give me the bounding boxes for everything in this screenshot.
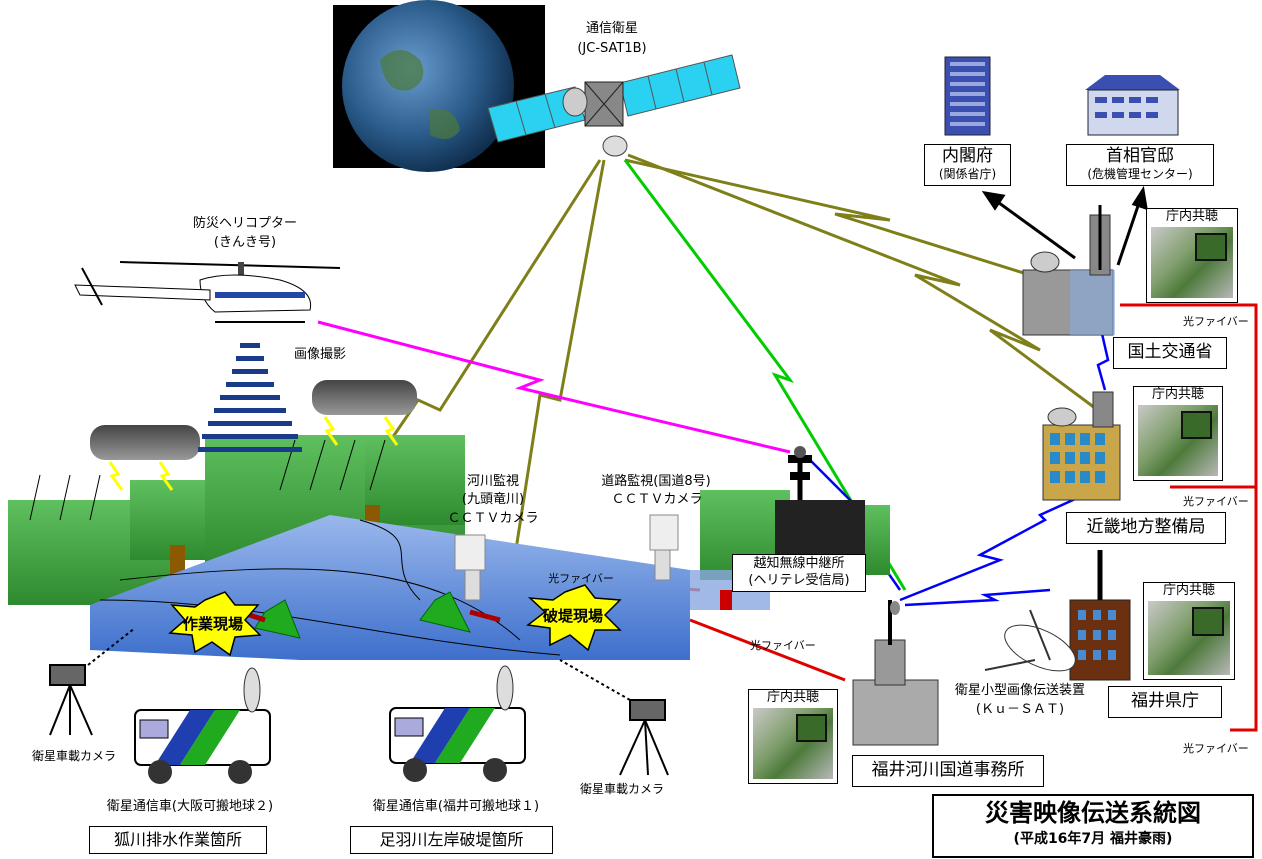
tripod-camera-left-icon (49, 627, 136, 736)
satellite-name: 通信衛星 (585, 21, 638, 36)
road-camera-line2: ＣＣＴＶカメラ (611, 492, 703, 507)
vehicle-right-caption: 衛星通信車(福井可搬地球１) (372, 799, 540, 814)
satcam-left-label: 衛星車載カメラ (31, 749, 116, 763)
satellite-truck-left-icon (134, 667, 271, 784)
mlit-building-icon (1022, 205, 1115, 336)
fukui-office-building-icon (852, 600, 939, 746)
cabinet-name: 内閣府 (942, 146, 993, 166)
report-arrows (981, 185, 1148, 266)
fukui-pref-building-icon (1069, 550, 1131, 681)
cctv-cameras (454, 514, 679, 601)
road-camera-line1: 道路監視(国道8号) (601, 474, 711, 489)
river-camera-line3: ＣＣＴＶカメラ (447, 511, 539, 526)
earth-icon (342, 0, 514, 172)
river-camera-line1: 河川監視 (466, 474, 519, 489)
vehicle-right-place: 足羽川左岸破堤箇所 (350, 826, 553, 854)
cabinet-sub: (関係省庁) (938, 167, 997, 181)
monitor-office-label: 庁内共聴 (766, 690, 819, 705)
helicopter-name: 防災ヘリコプター (192, 216, 297, 231)
pm-box: 首相官邸 (危機管理センター) (1066, 144, 1214, 186)
fiber-label-kinki: 光ファイバー (1183, 495, 1249, 508)
cabinet-box: 内閣府 (関係省庁) (924, 144, 1011, 186)
work-site-label: 作業現場 (182, 615, 243, 633)
monitor-kinki-label: 庁内共聴 (1151, 387, 1204, 402)
fukui-office-box: 福井河川国道事務所 (852, 755, 1044, 787)
heli-link (317, 320, 791, 454)
storm-clouds (29, 380, 417, 521)
work-site-burst (168, 591, 262, 657)
satellite-icon (487, 54, 741, 157)
mlit-box: 国土交通省 (1113, 337, 1227, 369)
satcam-right-label: 衛星車載カメラ (579, 782, 664, 796)
satellite-model: (JC-SAT1B) (577, 41, 647, 56)
ku-sat-link (623, 159, 907, 591)
imaging-label: 画像撮影 (293, 347, 346, 362)
satellite-truck-right-icon (389, 665, 526, 782)
ku-sat-sub: (Ｋｕ－ＳＡＴ) (975, 702, 1065, 717)
relay-station-name: 越知無線中継所 (753, 556, 845, 571)
diagram-subtitle: (平成16年7月 福井豪雨) (1013, 831, 1173, 847)
diagram-title-box: 災害映像伝送系統図 (平成16年7月 福井豪雨) (932, 794, 1254, 858)
ku-sat-name: 衛星小型画像伝送装置 (954, 683, 1085, 698)
kinki-box: 近畿地方整備局 (1066, 512, 1226, 544)
relay-tower-icon (720, 446, 865, 610)
relay-station-sub: (ヘリテレ受信局) (748, 573, 850, 588)
helicopter-sub: (きんき号) (213, 235, 277, 250)
pm-sub: (危機管理センター) (1087, 167, 1193, 181)
monitor-office: 庁内共聴 (748, 689, 838, 784)
cabinet-building-icon (944, 56, 991, 136)
fiber-label-office: 光ファイバー (750, 639, 816, 652)
monitor-kinki: 庁内共聴 (1133, 386, 1223, 481)
helicopter-icon (74, 261, 341, 323)
monitor-pref: 庁内共聴 (1143, 582, 1235, 680)
breach-site-label: 破堤現場 (542, 607, 603, 625)
pm-residence-icon (1085, 75, 1180, 136)
river-camera-line2: (九頭竜川) (461, 492, 525, 507)
breach-site-burst (526, 584, 622, 652)
diagram-title: 災害映像伝送系統図 (985, 799, 1201, 827)
tripod-camera-right-icon (559, 659, 669, 776)
river-fiber-label: 光ファイバー (548, 572, 614, 585)
fiber-label-pref: 光ファイバー (1183, 742, 1249, 755)
monitor-mlit-label: 庁内共聴 (1165, 209, 1218, 224)
kinki-building-icon (1042, 391, 1121, 501)
fiber-label-mlit: 光ファイバー (1183, 315, 1249, 328)
fukui-pref-box: 福井県庁 (1108, 686, 1222, 718)
monitor-pref-label: 庁内共聴 (1162, 583, 1215, 598)
relay-station-box: 越知無線中継所 (ヘリテレ受信局) (732, 554, 866, 592)
vehicle-left-place: 狐川排水作業箇所 (89, 826, 267, 854)
pm-name: 首相官邸 (1106, 146, 1174, 166)
vehicle-left-caption: 衛星通信車(大阪可搬地球２) (106, 799, 274, 814)
imaging-beam (198, 343, 302, 452)
ku-sat-dish-icon (984, 609, 1076, 672)
monitor-mlit: 庁内共聴 (1146, 208, 1238, 303)
